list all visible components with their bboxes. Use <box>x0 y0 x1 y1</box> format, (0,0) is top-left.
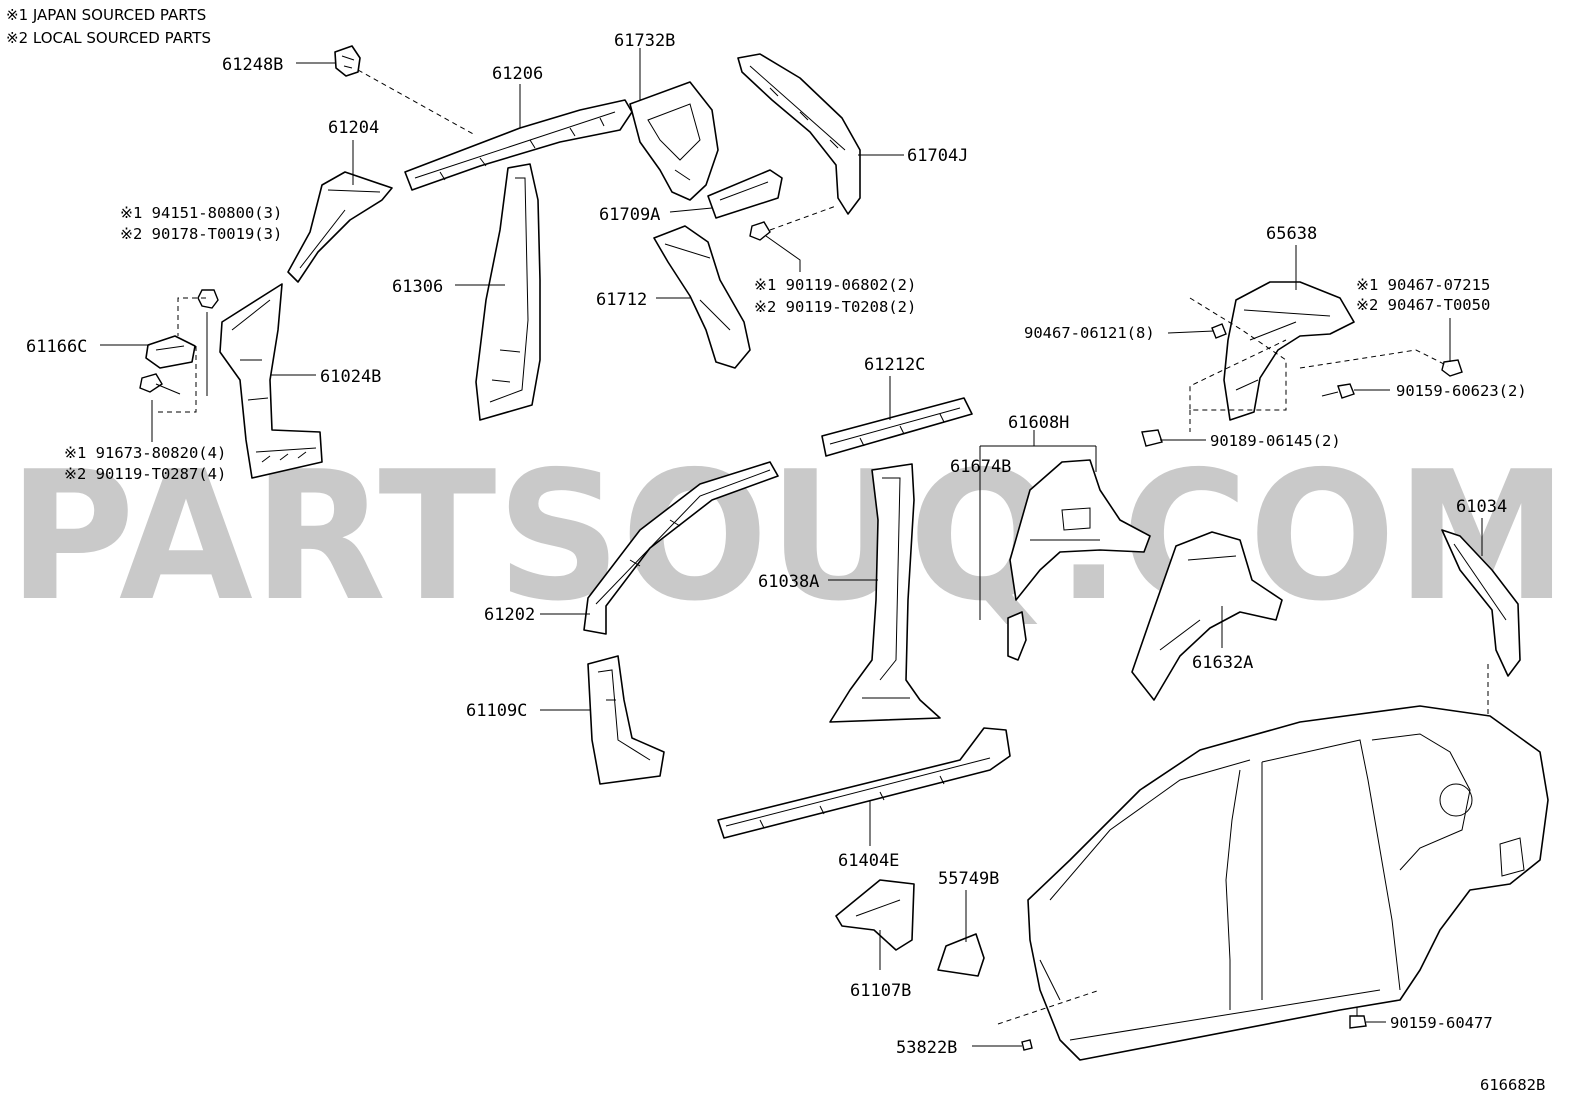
label-61404E: 61404E <box>838 851 899 871</box>
part-61038A-shape <box>829 463 941 723</box>
part-61674B-shape <box>1007 611 1027 661</box>
label-61632A: 61632A <box>1192 653 1253 673</box>
label-90119-T0287: ※2 90119-T0287(4) <box>64 465 226 483</box>
label-94151-80800: ※1 94151-80800(3) <box>120 204 282 222</box>
part-61109C-shape <box>587 655 665 785</box>
part-53822B-shape <box>1021 1039 1033 1051</box>
part-61608H-shape <box>1009 459 1151 601</box>
label-61306: 61306 <box>392 277 443 297</box>
bolt-91673-shape <box>139 373 181 395</box>
label-90467-06121: 90467-06121(8) <box>1024 324 1155 342</box>
fastener-labels: ※1 94151-80800(3) ※2 90178-T0019(3) ※1 9… <box>64 204 1527 1032</box>
part-61404E-shape <box>717 727 1011 839</box>
part-61024B-shape <box>219 283 323 479</box>
label-61166C: 61166C <box>26 337 87 357</box>
clip-90467-07215-shape <box>1441 359 1463 377</box>
screw-90159-60623-shape <box>1321 383 1355 399</box>
label-55749B: 55749B <box>938 869 999 889</box>
label-61704J: 61704J <box>907 146 968 166</box>
clip-90467-06121-shape <box>1211 323 1227 339</box>
label-61732B: 61732B <box>614 31 675 51</box>
watermark: PARTSOUQ.COM <box>8 433 1568 640</box>
label-61034: 61034 <box>1456 497 1507 517</box>
part-61034-shape <box>1441 529 1521 677</box>
label-90467-T0050: ※2 90467-T0050 <box>1356 296 1490 314</box>
label-61212C: 61212C <box>864 355 925 375</box>
label-90159-60477: 90159-60477 <box>1390 1014 1493 1032</box>
label-90467-07215: ※1 90467-07215 <box>1356 276 1490 294</box>
part-side-body-outer-shape <box>1027 705 1549 1061</box>
part-55749B-shape <box>937 933 985 977</box>
part-61107B-shape <box>835 879 915 951</box>
label-61024B: 61024B <box>320 367 381 387</box>
label-90178-T0019: ※2 90178-T0019(3) <box>120 225 282 243</box>
label-61038A: 61038A <box>758 572 819 592</box>
label-91673-80820: ※1 91673-80820(4) <box>64 444 226 462</box>
part-labels: 61248B 61206 61732B 61204 61704J 61709A … <box>26 31 1507 1058</box>
part-61709A-shape <box>707 169 783 219</box>
label-90189-06145: 90189-06145(2) <box>1210 432 1341 450</box>
part-65638-shape <box>1223 281 1355 421</box>
label-90159-60623: 90159-60623(2) <box>1396 382 1527 400</box>
part-61306-shape <box>475 163 541 421</box>
part-61202-shape <box>583 461 779 635</box>
label-90119-06802: ※1 90119-06802(2) <box>754 276 916 294</box>
label-61608H: 61608H <box>1008 413 1069 433</box>
part-61248B-shape <box>334 45 361 77</box>
part-61204-shape <box>287 171 393 283</box>
label-61206: 61206 <box>492 64 543 84</box>
label-65638: 65638 <box>1266 224 1317 244</box>
label-61107B: 61107B <box>850 981 911 1001</box>
part-61732B-shape <box>629 81 719 201</box>
label-61674B: 61674B <box>950 457 1011 477</box>
label-61248B: 61248B <box>222 55 283 75</box>
label-90119-T0208: ※2 90119-T0208(2) <box>754 298 916 316</box>
part-61712-shape <box>653 225 751 369</box>
nut-94151-shape <box>197 289 219 309</box>
note-local-sourced: ※2 LOCAL SOURCED PARTS <box>6 29 211 47</box>
label-61109C: 61109C <box>466 701 527 721</box>
part-61166C-shape <box>145 335 196 369</box>
diagram-code: 616682B <box>1480 1076 1545 1094</box>
part-61632A-shape <box>1131 531 1283 701</box>
label-61204: 61204 <box>328 118 379 138</box>
bolt-90119-06802-shape <box>749 221 771 241</box>
part-61206-shape <box>404 99 633 191</box>
label-61709A: 61709A <box>599 205 660 225</box>
part-61212C-shape <box>821 397 973 457</box>
label-61712: 61712 <box>596 290 647 310</box>
label-53822B: 53822B <box>896 1038 957 1058</box>
clip-90189-06145-shape <box>1141 429 1163 447</box>
note-japan-sourced: ※1 JAPAN SOURCED PARTS <box>6 6 206 24</box>
leader-lines <box>100 48 1483 1047</box>
dashed-lines <box>158 69 1489 1025</box>
label-61202: 61202 <box>484 605 535 625</box>
part-61704J-shape <box>737 53 861 215</box>
